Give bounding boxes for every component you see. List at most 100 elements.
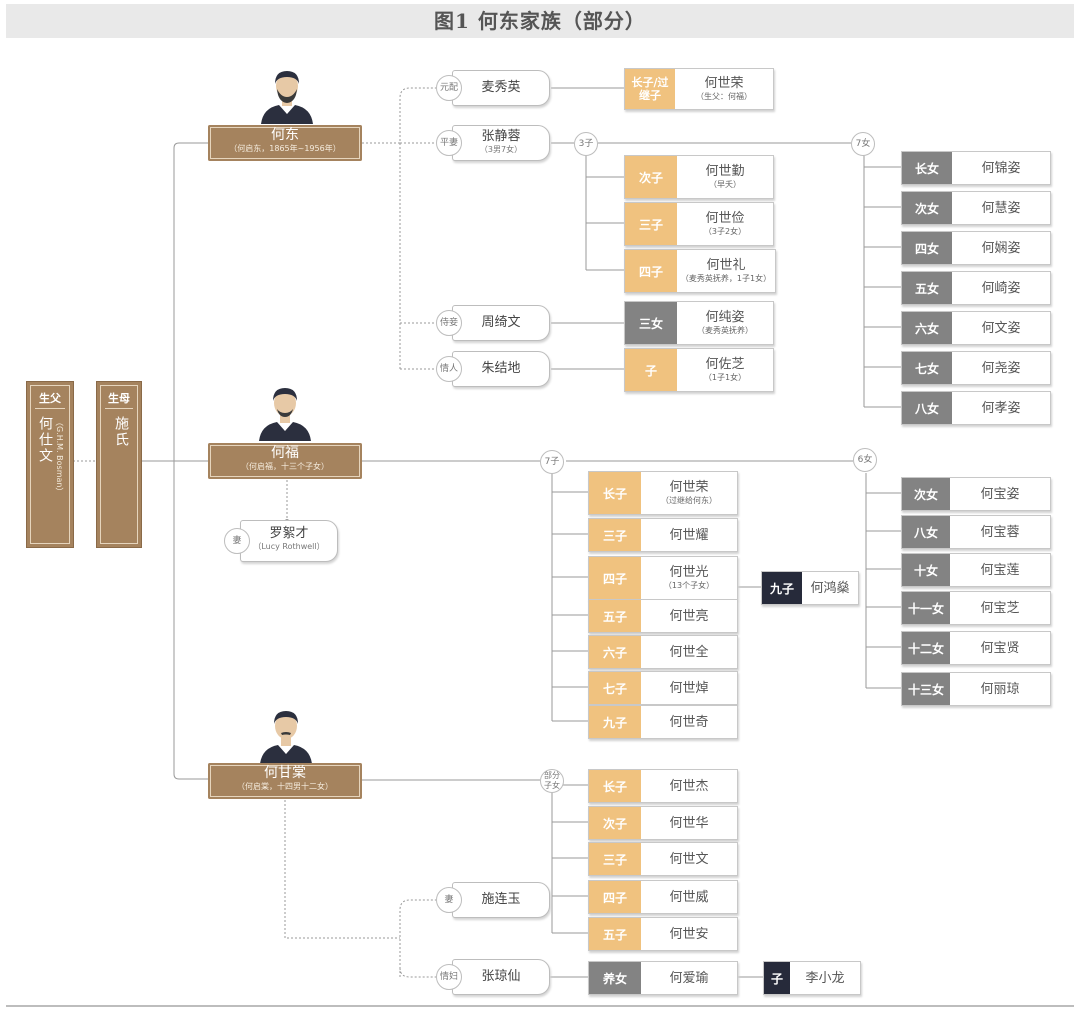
birth-father-name: 何仕文 — [37, 416, 53, 464]
child-tag: 养女 — [589, 962, 641, 994]
child-info: 何世奇 — [641, 706, 737, 738]
child-tag: 子 — [625, 349, 677, 391]
spouse-sub: （Lucy Rothwell） — [253, 542, 325, 551]
child-name: 何锦姿 — [981, 160, 1021, 176]
child-name: 何纯姿 — [705, 310, 745, 325]
count-node: 部分子女 — [540, 769, 564, 793]
daughter-card: 六女 何文姿 — [901, 311, 1051, 345]
spouse-role: 元配 — [436, 75, 462, 101]
spouse-pill: 张静蓉（3男7女） — [452, 125, 550, 161]
son-card: 五子 何世亮 — [588, 599, 738, 633]
card-divider — [105, 408, 133, 409]
spouse-zhu-jiedi: 朱结地 情人 — [436, 351, 550, 387]
child-name: 何孝姿 — [981, 400, 1021, 416]
son-card: 三子 何世文 — [588, 842, 738, 876]
child-name: 何宝芝 — [980, 600, 1020, 616]
birth-mother-name: 施氏 — [113, 416, 129, 448]
man-avatar-icon — [261, 71, 313, 124]
child-tag: 十一女 — [902, 592, 950, 624]
child-info: 何尧姿 — [952, 352, 1050, 384]
child-tag: 四子 — [589, 557, 641, 599]
child-tag: 四女 — [902, 232, 952, 264]
child-name: 何世焯 — [669, 680, 709, 696]
child-info: 何世文 — [641, 843, 737, 875]
spouse-pill: 麦秀英 — [452, 70, 550, 106]
brother-sub: （何启东，1865年~1956年） — [229, 144, 341, 153]
child-tag: 七女 — [902, 352, 952, 384]
child-card: 子 何佐芝（1子1女） — [624, 348, 774, 392]
daughter-card: 十二女 何宝贤 — [901, 631, 1051, 665]
spouse-pill: 周绮文 — [452, 305, 550, 341]
child-name: 何爱瑜 — [669, 970, 709, 986]
son-card: 九子 何世奇 — [588, 705, 738, 739]
spouse-shi-lianyu: 施连玉 妻 — [436, 882, 550, 918]
spouse-name: 施连玉 — [481, 892, 521, 907]
child-name: 何世威 — [669, 889, 709, 905]
child-tag: 长子/过继子 — [625, 69, 675, 109]
child-name: 何宝莲 — [980, 562, 1020, 578]
son-card: 四子 何世威 — [588, 880, 738, 914]
child-info: 何佐芝（1子1女） — [677, 349, 773, 391]
child-name: 何慧姿 — [981, 200, 1021, 216]
spouse-pill: 罗絮才（Lucy Rothwell） — [240, 520, 338, 562]
child-tag: 次子 — [589, 807, 641, 839]
child-info: 何娴姿 — [952, 232, 1050, 264]
spouse-role: 妻 — [436, 887, 462, 913]
spouse-pill: 施连玉 — [452, 882, 550, 918]
count-node-text: 部分子女 — [544, 771, 560, 790]
brother-card-heganyi: 何甘棠 （何启棠，十四男十二女） — [208, 763, 362, 799]
child-card: 四子 何世礼（麦秀英抚养，1子1女） — [624, 249, 776, 293]
child-name: 何世全 — [669, 644, 709, 660]
child-tag: 四子 — [625, 250, 677, 292]
child-info: 何世华 — [641, 807, 737, 839]
child-tag: 八女 — [902, 516, 950, 548]
spouse-sub: （3男7女） — [479, 145, 523, 154]
spouse-name: 朱结地 — [481, 361, 521, 376]
man-avatar-icon — [259, 388, 311, 441]
son-card: 长子 何世杰 — [588, 769, 738, 803]
child-info: 何宝蓉 — [950, 516, 1050, 548]
child-info: 何宝芝 — [950, 592, 1050, 624]
child-name: 何世华 — [669, 815, 709, 831]
child-card: 长子/过继子 何世荣（生父：何福） — [624, 68, 774, 110]
child-sub: （过继给何东） — [661, 496, 717, 505]
child-tag: 五子 — [589, 600, 641, 632]
child-name: 何世杰 — [669, 778, 709, 794]
grandson-card: 九子 何鸿燊 — [761, 571, 859, 605]
child-info: 何宝莲 — [950, 554, 1050, 586]
child-tag: 六女 — [902, 312, 952, 344]
child-tag: 七子 — [589, 672, 641, 704]
brother-sub: （何启棠，十四男十二女） — [237, 782, 333, 791]
child-name: 何宝蓉 — [980, 524, 1020, 540]
child-name: 李小龙 — [805, 970, 845, 986]
daughter-card: 十三女 何丽琼 — [901, 672, 1051, 706]
child-tag: 三子 — [589, 843, 641, 875]
title-bar: 图1 何东家族（部分） — [6, 4, 1074, 38]
child-tag: 次子 — [625, 156, 677, 198]
child-name: 何世安 — [669, 926, 709, 942]
child-info: 何世礼（麦秀英抚养，1子1女） — [677, 250, 775, 292]
brother-name: 何福 — [271, 445, 299, 461]
son-card: 六子 何世全 — [588, 635, 738, 669]
child-info: 何宝姿 — [950, 478, 1050, 510]
child-info: 何世勤（早夭） — [677, 156, 773, 198]
spouse-name: 罗絮才 — [269, 526, 309, 541]
child-tag: 六子 — [589, 636, 641, 668]
daughter-card: 四女 何娴姿 — [901, 231, 1051, 265]
child-info: 何世亮 — [641, 600, 737, 632]
child-info: 李小龙 — [790, 962, 860, 994]
spouse-role: 侍妾 — [436, 310, 462, 336]
spouse-pill: 张琼仙 — [452, 959, 550, 995]
daughter-card: 八女 何宝蓉 — [901, 515, 1051, 549]
child-tag: 五子 — [589, 918, 641, 950]
son-card: 三子 何世耀 — [588, 518, 738, 552]
child-tag: 九子 — [762, 572, 802, 604]
child-sub: （1子1女） — [703, 373, 747, 382]
child-name: 何文姿 — [981, 320, 1021, 336]
child-name: 何世耀 — [669, 527, 709, 543]
son-card: 七子 何世焯 — [588, 671, 738, 705]
daughter-card: 次女 何慧姿 — [901, 191, 1051, 225]
child-info: 何慧姿 — [952, 192, 1050, 224]
child-sub: （麦秀英抚养） — [697, 326, 753, 335]
